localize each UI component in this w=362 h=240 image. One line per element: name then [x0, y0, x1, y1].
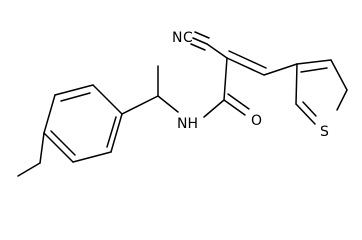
bond-nitrile-triple-1: [192, 37, 208, 45]
bond-ethyl-ch3: [17, 162, 41, 177]
bond-ring-to-ch: [121, 95, 159, 115]
bond-alkene-2: [228, 50, 267, 69]
bond-alkene-to-nitrile: [206, 43, 228, 59]
benzene-ring: [43, 84, 123, 163]
atom-label-amide-nh: NH: [177, 116, 198, 132]
atom-label-carbonyl-o: O: [251, 113, 262, 129]
bond-ethyl-ch2: [39, 132, 45, 164]
molecule-structure: N C O NH S: [17, 30, 348, 177]
atom-label-thiophene-s: S: [320, 124, 329, 140]
bond-nitrile-triple-2: [194, 31, 210, 39]
bond-alkene-to-thiophene: [263, 63, 298, 76]
bond-carbonyl-o-2: [227, 93, 250, 110]
bond-carbonyl-to-alkene: [223, 57, 228, 101]
atom-label-nitrile-c: C: [183, 30, 193, 46]
bond-nh-carbonyl: [203, 99, 225, 118]
atom-label-nitrile-n: N: [172, 30, 182, 46]
bond-alkene-1: [226, 57, 265, 76]
bond-nitrile-triple-3: [190, 43, 206, 51]
bond-ch-nh: [157, 95, 179, 113]
thiophene-ring: [295, 59, 348, 125]
bond-carbonyl-o-1: [223, 99, 246, 116]
